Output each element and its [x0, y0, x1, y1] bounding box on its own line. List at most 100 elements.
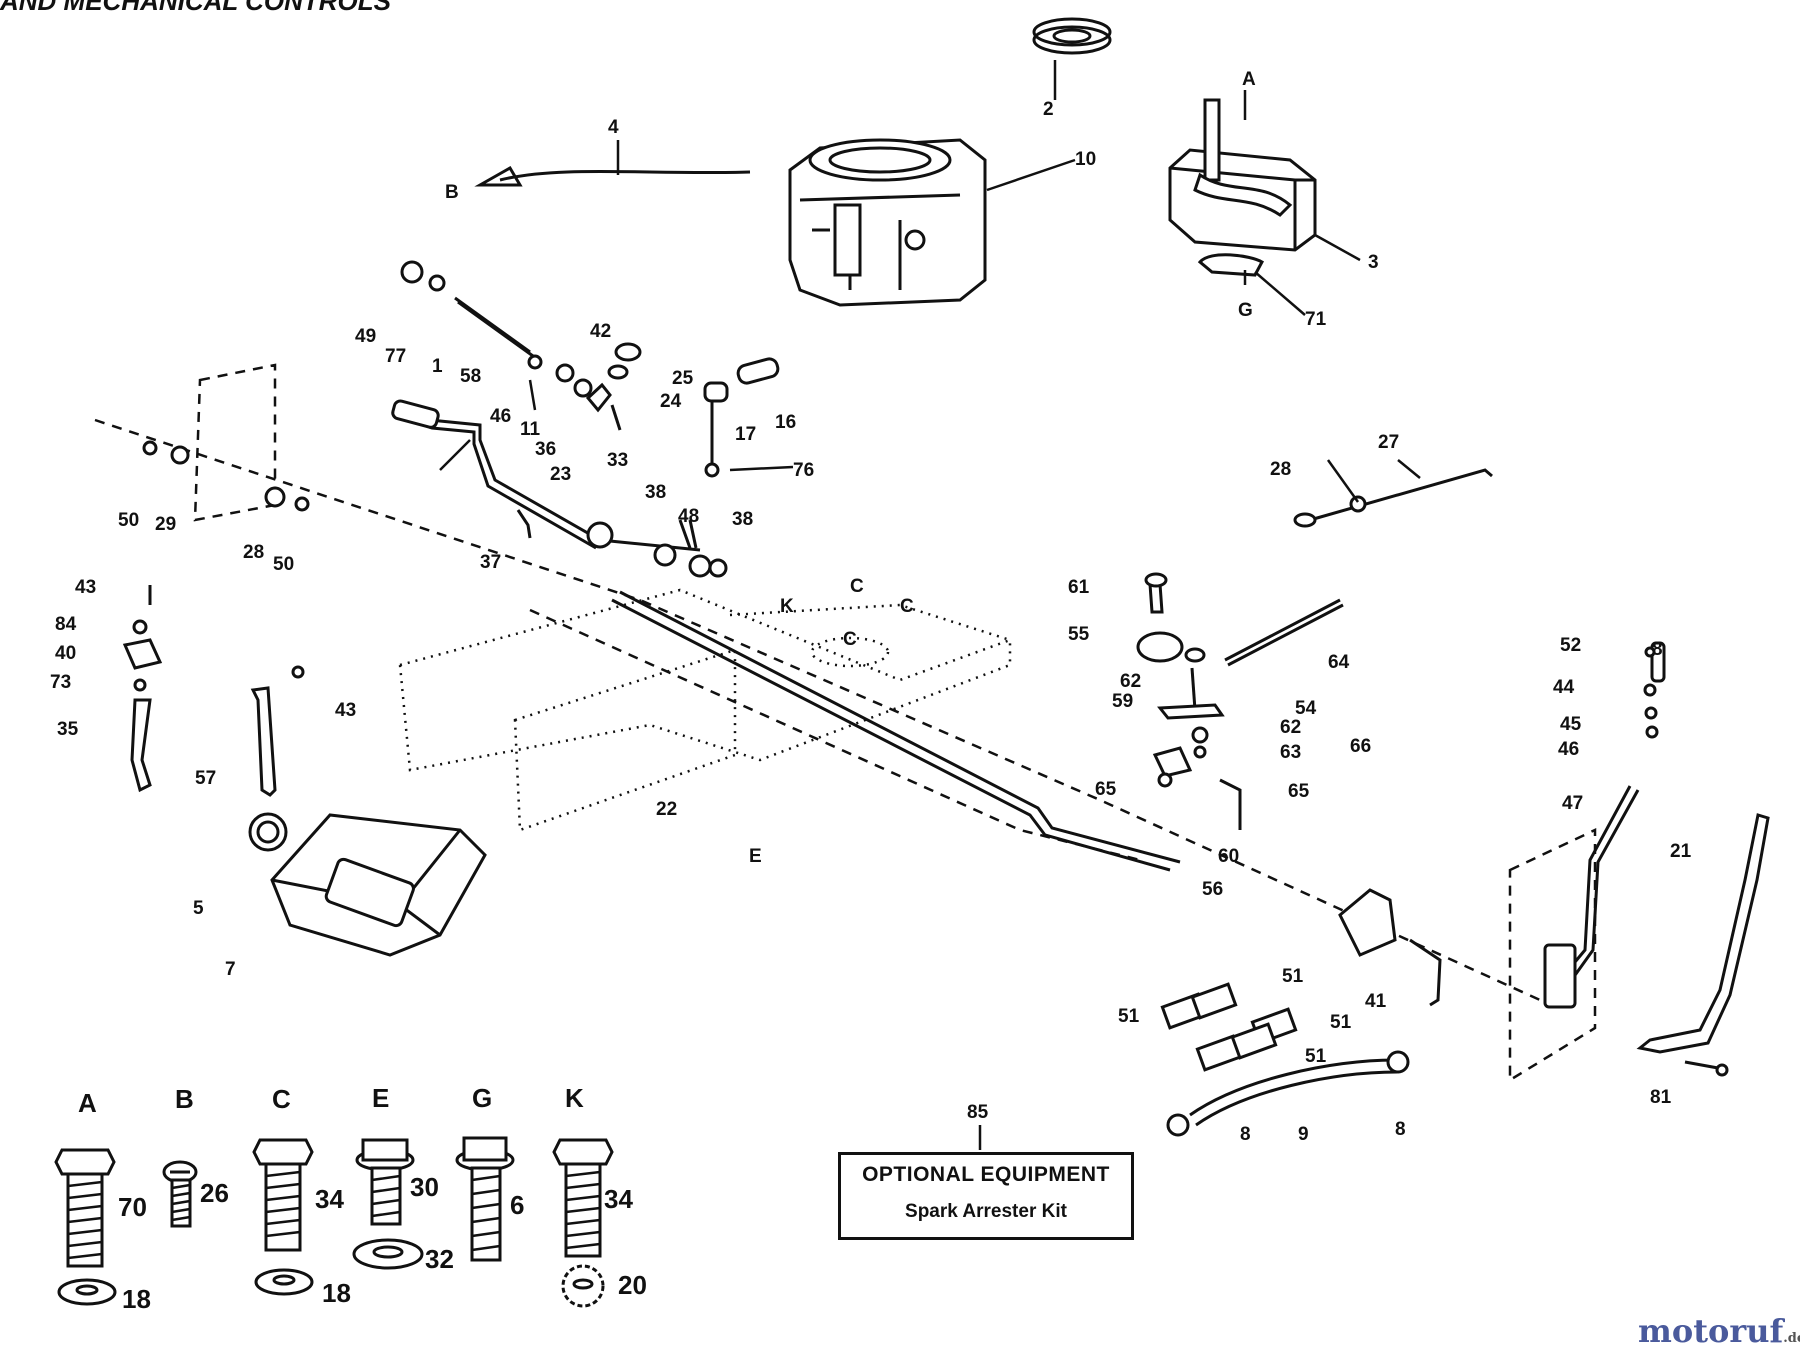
- callout-label: 45: [1560, 714, 1582, 735]
- callout-label: 62: [1280, 717, 1301, 738]
- callout-label: 47: [1562, 793, 1583, 814]
- callout-label: 38: [645, 482, 666, 503]
- callout-label: E: [749, 846, 762, 867]
- legend-bolt-num: 70: [118, 1192, 147, 1222]
- callout-label: 1: [432, 356, 443, 377]
- legend-washer-num: 32: [425, 1244, 454, 1274]
- callout-label: 28: [1270, 459, 1291, 480]
- legend-letter: A: [78, 1088, 97, 1118]
- callout-label: 51: [1118, 1006, 1140, 1027]
- callout-labels: 2 4 B 10 A 3 G 71 49 77 58 1 42 25 24 46…: [50, 69, 1692, 1145]
- callout-label: 46: [490, 406, 511, 427]
- optional-equipment-box: OPTIONAL EQUIPMENT Spark Arrester Kit: [838, 1152, 1134, 1240]
- callout-label: G: [1238, 300, 1253, 321]
- callout-label: 27: [1378, 432, 1399, 453]
- muffler-part: [1168, 98, 1317, 277]
- callout-label: 3: [1368, 252, 1379, 273]
- callout-label: 16: [775, 412, 796, 433]
- callout-label: 64: [1328, 652, 1350, 673]
- callout-label: 58: [460, 366, 481, 387]
- callout-label: 4: [608, 117, 619, 138]
- callout-label: 51: [1305, 1046, 1327, 1067]
- callout-label: 43: [335, 700, 356, 721]
- callout-label: 40: [55, 643, 76, 664]
- callout-label: 10: [1075, 149, 1096, 170]
- optional-ref: 85: [967, 1102, 989, 1123]
- callout-label: K: [780, 596, 794, 617]
- callout-label: 2: [1043, 99, 1054, 120]
- callout-label: 43: [75, 577, 96, 598]
- legend-bolt-num: 34: [604, 1184, 633, 1214]
- callout-label: 49: [355, 326, 376, 347]
- legend-washer-num: 18: [122, 1284, 151, 1314]
- callout-label: 8: [1652, 639, 1663, 660]
- callout-label: 8: [1240, 1124, 1251, 1145]
- callout-label: A: [1242, 69, 1256, 90]
- throttle-cable-part: [499, 169, 751, 182]
- callout-label: 54: [1295, 698, 1317, 719]
- callout-label: C: [900, 596, 914, 617]
- callout-label: 33: [607, 450, 628, 471]
- left-small-parts: [122, 440, 310, 797]
- legend-bolt-num: 30: [410, 1172, 439, 1202]
- tank-part-7: [248, 812, 487, 957]
- callout-label: 57: [195, 768, 216, 789]
- callout-label: 76: [793, 460, 814, 481]
- callout-label: 61: [1068, 577, 1090, 598]
- leader-lines: [439, 60, 1421, 503]
- callout-label: 66: [1350, 736, 1371, 757]
- callout-label: 59: [1112, 691, 1133, 712]
- callout-label: 42: [590, 321, 611, 342]
- optional-equipment-title: OPTIONAL EQUIPMENT: [862, 1163, 1110, 1186]
- callout-label: 8: [1395, 1119, 1406, 1140]
- callout-label: 23: [550, 464, 571, 485]
- callout-label: 7: [225, 959, 236, 980]
- rod-27-part: [1309, 468, 1493, 522]
- callout-label: 84: [55, 614, 77, 635]
- callout-label: 50: [118, 510, 139, 531]
- frame-assembly: [94, 363, 1597, 1083]
- page-header: AND MECHANICAL CONTROLS: [0, 0, 391, 16]
- callout-label: 50: [273, 554, 294, 575]
- engine-part: [788, 138, 987, 307]
- callout-label: 60: [1218, 846, 1239, 867]
- callout-label: 51: [1330, 1012, 1352, 1033]
- callout-label: 38: [732, 509, 753, 530]
- optional-equipment-subtitle: Spark Arrester Kit: [905, 1201, 1067, 1222]
- callout-label: 41: [1365, 991, 1387, 1012]
- hardware-legend: A B C E G K: [54, 1083, 647, 1314]
- callout-label: C: [843, 629, 857, 650]
- callout-label: 73: [50, 672, 71, 693]
- callout-label: 9: [1298, 1124, 1309, 1145]
- right-assembly: [1136, 572, 1770, 1137]
- callout-label: 77: [385, 346, 406, 367]
- callout-label: 52: [1560, 635, 1581, 656]
- legend-letter: B: [175, 1084, 194, 1114]
- gasket-ring-part: [1032, 17, 1112, 55]
- callout-label: 65: [1095, 779, 1117, 800]
- callout-label: 22: [656, 799, 677, 820]
- callout-label: 35: [57, 719, 79, 740]
- lever-assembly: [391, 260, 780, 578]
- callout-label: 24: [660, 391, 682, 412]
- callout-label: 28: [243, 542, 264, 563]
- callout-label: 37: [480, 552, 501, 573]
- legend-washer-num: 20: [618, 1270, 647, 1300]
- callout-label: 71: [1305, 309, 1327, 330]
- callout-label: 36: [535, 439, 556, 460]
- callout-label: 65: [1288, 781, 1310, 802]
- callout-label: 55: [1068, 624, 1090, 645]
- legend-letter: E: [372, 1083, 389, 1113]
- callout-label: 51: [1282, 966, 1304, 987]
- callout-label: C: [850, 576, 864, 597]
- legend-bolt-num: 34: [315, 1184, 344, 1214]
- callout-label: 29: [155, 514, 176, 535]
- legend-washer-num: 18: [322, 1278, 351, 1308]
- callout-label: 11: [520, 419, 541, 440]
- callout-label: 25: [672, 368, 694, 389]
- callout-label: 63: [1280, 742, 1301, 763]
- callout-label: 46: [1558, 739, 1579, 760]
- legend-bolt-num: 6: [510, 1190, 524, 1220]
- callout-label: 48: [678, 506, 699, 527]
- legend-letter: G: [472, 1083, 492, 1113]
